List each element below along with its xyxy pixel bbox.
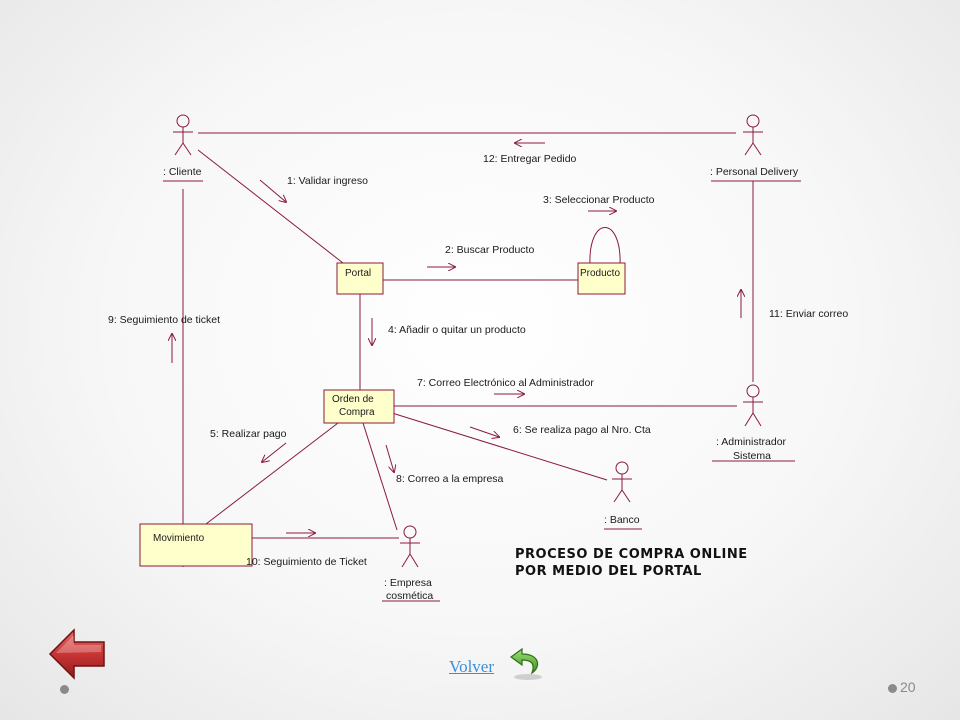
arrow-m6 [469, 426, 499, 437]
message-m11: 11: Enviar correo [769, 308, 848, 320]
link-cliente-portal [197, 149, 344, 264]
actor-cliente-icon [173, 114, 193, 156]
message-m2: 2: Buscar Producto [445, 244, 534, 256]
message-m7: 7: Correo Electrónico al Administrador [417, 377, 594, 389]
association-lines [182, 132, 754, 567]
movimiento-label: Movimiento [153, 533, 205, 544]
return-arrow-icon[interactable] [508, 645, 546, 681]
message-m9: 9: Seguimiento de ticket [108, 314, 220, 326]
arrow-m8 [385, 444, 394, 472]
object-movimiento [139, 523, 253, 567]
message-arrows [172, 143, 741, 533]
actor-banco-icon [612, 461, 632, 503]
arrow-m5 [262, 442, 287, 462]
actor-empresa-label-line2: cosmética [386, 590, 433, 602]
message-m3: 3: Seleccionar Producto [543, 194, 655, 206]
arrow-m1 [259, 179, 286, 202]
message-m6: 6: Se realiza pago al Nro. Cta [513, 424, 651, 436]
producto-label: Producto [580, 268, 620, 279]
message-m10: 10: Seguimiento de Ticket [246, 556, 367, 568]
actor-delivery-icon [743, 114, 763, 156]
slide-dot-right [888, 684, 897, 693]
diagram-title-line1: PROCESO DE COMPRA ONLINE [515, 547, 748, 562]
orden-label-line1: Orden de [332, 394, 374, 405]
message-m4: 4: Añadir o quitar un producto [388, 324, 526, 336]
actor-cliente-label: : Cliente [163, 166, 202, 178]
link-producto-self [589, 227, 621, 266]
message-m8: 8: Correo a la empresa [396, 473, 504, 485]
slide-dot-left [60, 685, 69, 694]
portal-label: Portal [345, 268, 371, 279]
actor-admin-label-line2: Sistema [733, 450, 771, 462]
back-arrow-icon[interactable] [48, 626, 108, 682]
actor-delivery-label: : Personal Delivery [710, 166, 799, 178]
page-number: 20 [900, 679, 916, 695]
actor-empresa-label-line1: : Empresa [384, 577, 432, 589]
object-portal [336, 262, 384, 295]
orden-label-line2: Compra [339, 407, 375, 418]
link-orden-banco [391, 412, 608, 481]
diagram-title-line2: POR MEDIO DEL PORTAL [515, 564, 702, 579]
volver-link[interactable]: Volver [449, 657, 495, 676]
message-m5: 5: Realizar pago [210, 428, 287, 440]
object-orden-compra [323, 389, 395, 424]
actor-admin-icon [743, 384, 763, 427]
object-producto [577, 262, 626, 295]
message-m1: 1: Validar ingreso [287, 175, 368, 187]
link-orden-movimiento [205, 422, 339, 525]
message-m12: 12: Entregar Pedido [483, 153, 577, 165]
actor-banco-label: : Banco [604, 514, 640, 526]
actor-empresa-icon [400, 525, 420, 568]
actor-admin-label-line1: : Administrador [716, 436, 787, 448]
link-orden-empresa [362, 422, 398, 531]
